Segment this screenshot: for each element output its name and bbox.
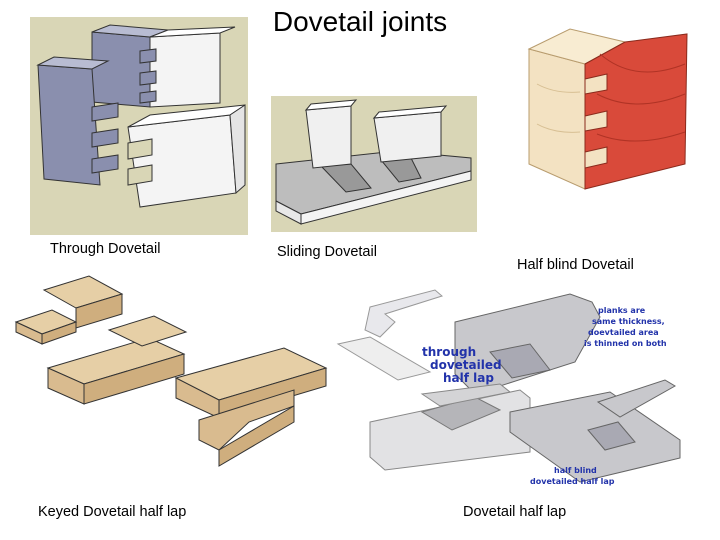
caption-sliding-dovetail: Sliding Dovetail — [277, 244, 377, 260]
annotation-halfblind-1: half blind — [554, 466, 597, 475]
annotation-planks-2: same thickness, — [592, 317, 665, 326]
slide-title: Dovetail joints — [272, 6, 448, 37]
annotation-through-3: half lap — [443, 371, 494, 385]
keyed-dovetail-half-lap-image — [14, 270, 334, 470]
sliding-dovetail-image — [271, 96, 477, 232]
annotation-planks-1: planks are — [598, 306, 646, 315]
annotation-through-2: dovetailed — [430, 358, 502, 372]
caption-through-dovetail: Through Dovetail — [50, 241, 161, 257]
annotation-planks-3: doevtailed area — [588, 328, 659, 337]
caption-keyed-dovetail-half-lap: Keyed Dovetail half lap — [38, 504, 187, 520]
through-dovetail-image — [30, 17, 248, 235]
caption-half-blind-dovetail: Half blind Dovetail — [517, 257, 634, 273]
half-blind-dovetail-image — [525, 24, 690, 192]
annotation-planks-4: is thinned on both — [584, 339, 667, 348]
dovetail-half-lap-image: through dovetailed half lap planks are s… — [330, 282, 705, 492]
caption-dovetail-half-lap: Dovetail half lap — [463, 504, 567, 520]
annotation-through-1: through — [422, 345, 476, 359]
annotation-halfblind-2: dovetailed half lap — [530, 477, 615, 486]
